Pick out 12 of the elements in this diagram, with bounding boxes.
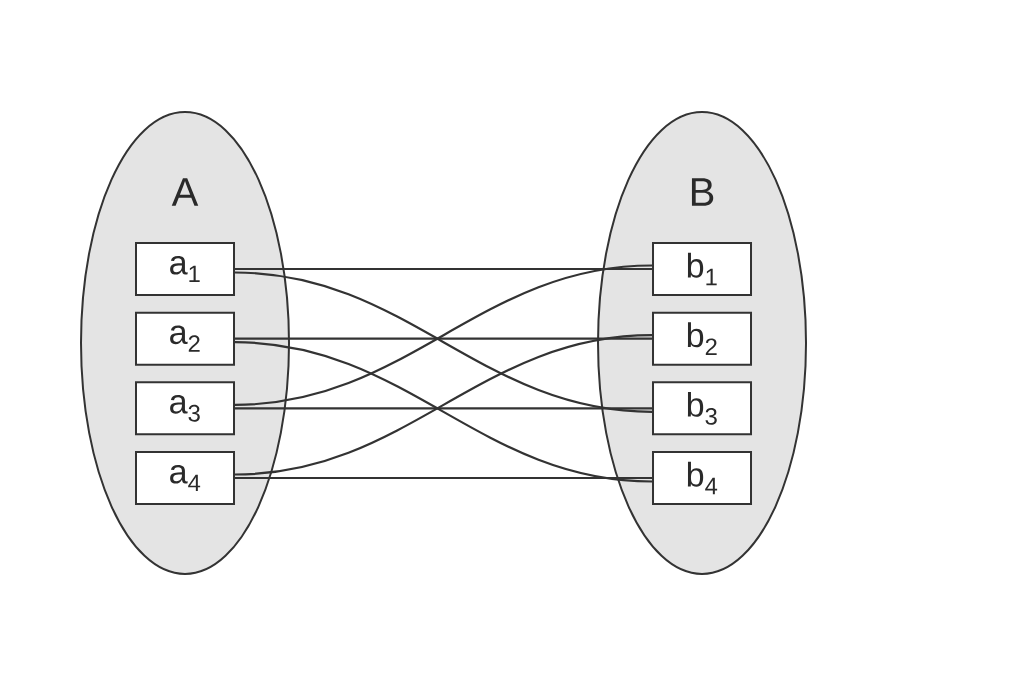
element-box: b$_{1}$: [652, 242, 752, 296]
element-box: a$_{1}$: [135, 242, 235, 296]
element-box: a$_{2}$: [135, 311, 235, 366]
connector-line: [235, 337, 652, 340]
connector-line: [235, 476, 652, 480]
element-box: a$_{4}$: [135, 451, 235, 505]
element-box: b$_{2}$: [652, 311, 752, 366]
connector-line: [235, 407, 652, 410]
element-box: b$_{3}$: [652, 381, 752, 436]
element-box: a$_{3}$: [135, 381, 235, 436]
connector-line: [235, 267, 652, 271]
element-box: b$_{4}$: [652, 451, 752, 505]
